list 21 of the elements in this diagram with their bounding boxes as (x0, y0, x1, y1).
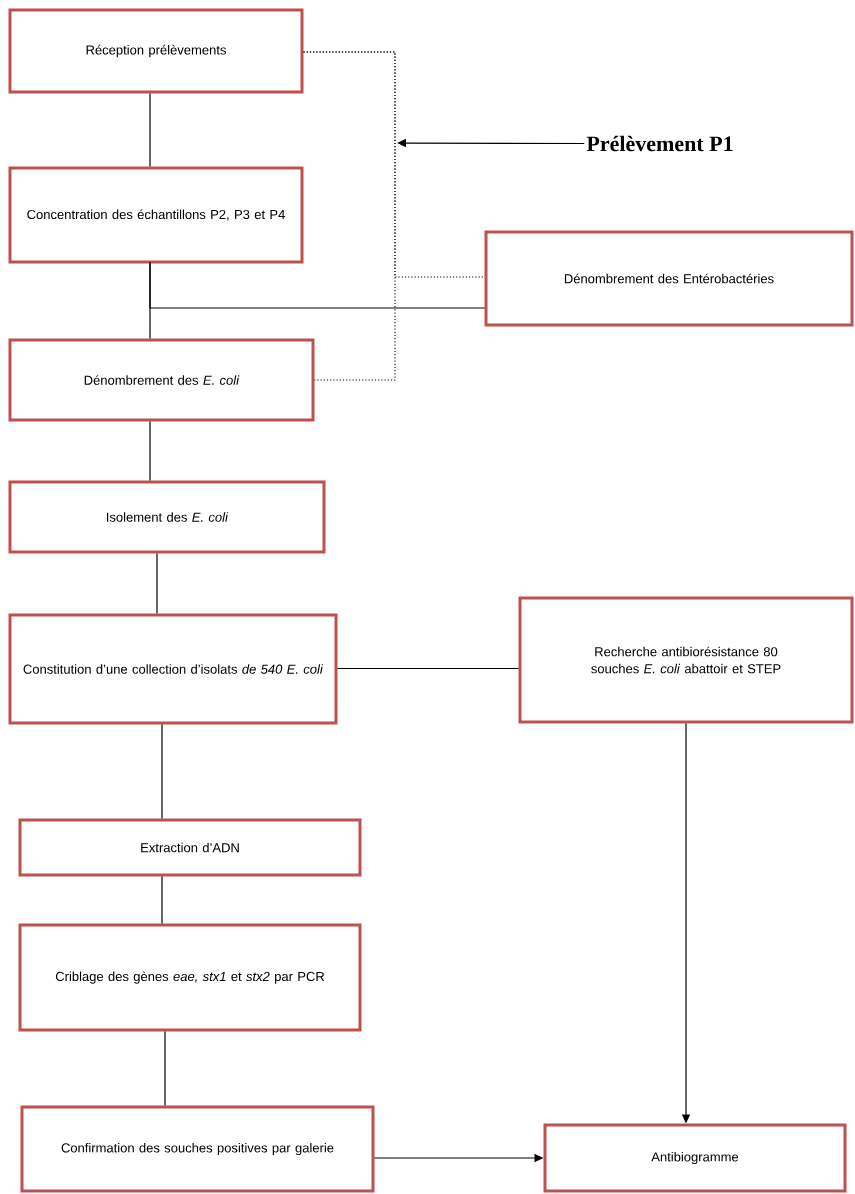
heading-text: Prélèvement P1 (586, 135, 733, 152)
process-box: Recherche antibiorésistance 80 souches E. coli abattoir et STEP (518, 596, 854, 724)
process-box: Antibiogramme (543, 1123, 847, 1193)
process-box: Dénombrement des Entérobactéries (484, 230, 854, 327)
connector-line (156, 552, 158, 615)
process-box: Criblage des gènes eae, stx1 et stx2 par PCR (18, 923, 362, 1032)
connector-line (161, 723, 163, 820)
process-box: Confirmation des souches positives par galerie (20, 1105, 375, 1193)
process-box: Constitution d’une collection d’isolats de 540 E. coli (8, 613, 338, 725)
connector-line (149, 261, 486, 309)
process-box: Réception prélèvements (8, 8, 304, 94)
connector-line (161, 875, 163, 925)
process-box: Concentration des échantillons P2, P3 et P4 (8, 166, 304, 264)
process-box: Extraction d’ADN (18, 818, 362, 877)
connector-line (336, 667, 520, 670)
process-box: Isolement des E. coli (8, 480, 326, 554)
process-box: Dénombrement des E. coli (8, 338, 315, 422)
connector-line (149, 92, 151, 168)
connector-line (303, 51, 485, 278)
connector-line (149, 420, 151, 482)
connector-line (164, 1030, 166, 1107)
